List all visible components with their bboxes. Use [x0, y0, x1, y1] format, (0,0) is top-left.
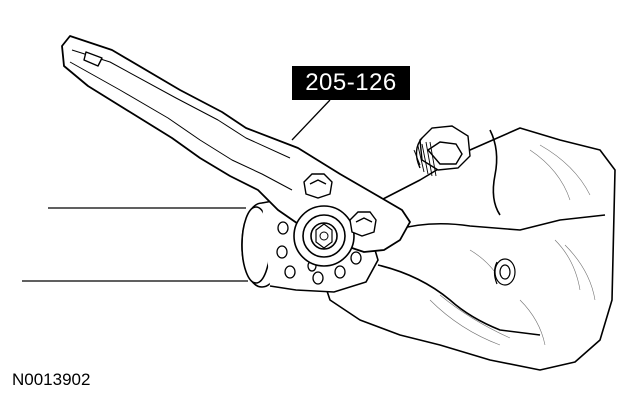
- knuckle-housing: [319, 127, 616, 371]
- figure-id: N0013902: [12, 370, 91, 389]
- tool-pin-upper: [303, 173, 333, 199]
- tool-handle: [61, 35, 411, 253]
- leader-lines: [22, 99, 331, 282]
- tool-number-callout: 205-126: [292, 66, 410, 100]
- tool-head: [293, 205, 355, 267]
- side-stud: [493, 258, 516, 286]
- upper-bolt: [413, 125, 471, 177]
- tool-pin-lower: [349, 211, 377, 237]
